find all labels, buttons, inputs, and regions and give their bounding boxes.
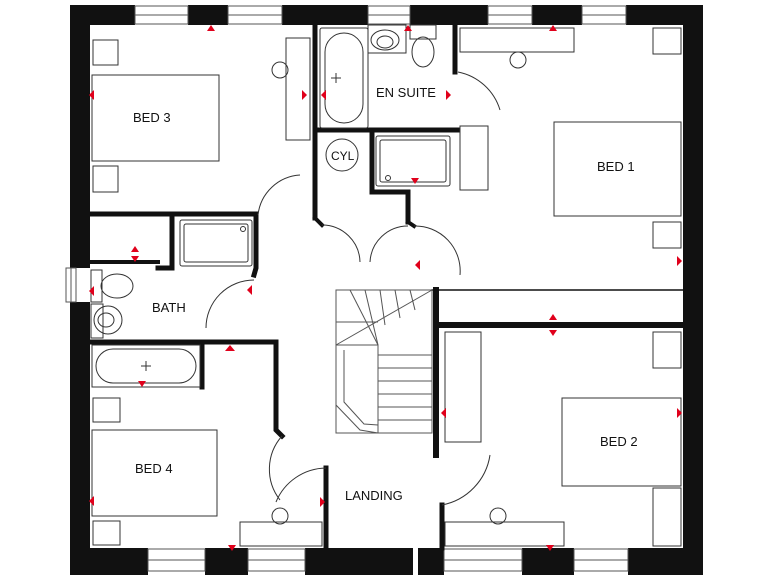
bath-tub [91,344,201,388]
bed-2-desk [444,521,565,547]
room-label-bed-1: BED 1 [597,159,635,174]
room-label-landing: LANDING [345,488,403,503]
room-label-bed-4: BED 4 [135,461,173,476]
room-label-en-suite: EN SUITE [376,85,436,100]
bed-1-bed [553,121,682,217]
bed-3-bed [91,74,220,162]
external-walls [70,5,703,575]
bath-toilet-cistern [90,269,103,303]
room-labels: BED 3 EN SUITE BED 1 BATH BED 2 BED 4 LA… [133,85,638,503]
staircase [335,289,433,434]
cylinder [325,138,359,172]
internal-walls [87,22,686,551]
bed-1-desk [459,27,575,53]
ensuite-bath [319,27,369,129]
cylinder-label: CYL [331,149,355,163]
bed-4-desk [239,521,323,547]
bed-2-wardrobe [444,331,482,443]
bed-4-bed [91,429,218,517]
fixtures [90,24,682,547]
bed-3-wardrobe [285,37,311,141]
ensuite-basin [367,24,407,54]
door-swings [205,71,501,506]
ensuite-toilet [409,24,437,40]
bed-1-wardrobe [459,125,489,191]
bed-2-bed [561,397,682,487]
bath-shower [179,219,253,267]
ensuite-shower [375,135,451,187]
room-label-bed-3: BED 3 [133,110,171,125]
windows [65,5,629,572]
red-markers [89,25,682,551]
room-label-bed-2: BED 2 [600,434,638,449]
room-label-bath: BATH [152,300,186,315]
bath-basin-surround [90,303,104,339]
